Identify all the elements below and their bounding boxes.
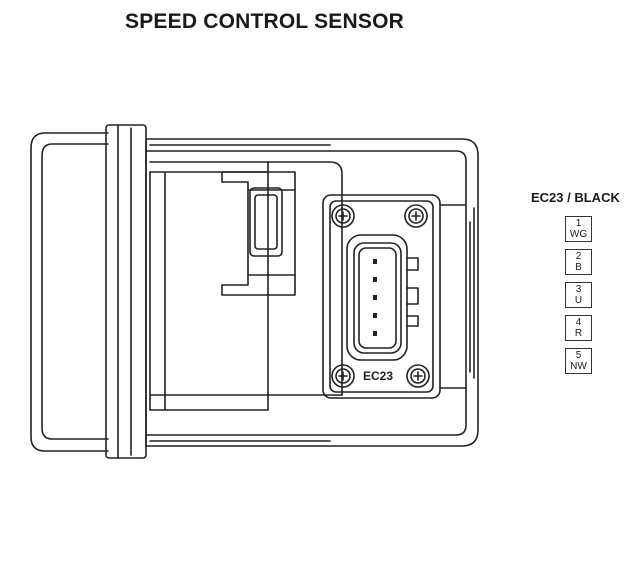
connector-heading: EC23 / BLACK bbox=[531, 190, 620, 205]
connector-id-label: EC23 bbox=[363, 369, 393, 383]
pin-cell: 4 R bbox=[565, 315, 592, 341]
sensor-end-cap bbox=[30, 132, 109, 452]
pin-number: 5 bbox=[575, 350, 582, 361]
sensor-end-cap-inner bbox=[41, 143, 109, 440]
pin-number: 4 bbox=[575, 317, 582, 328]
pin-cell: 5 NW bbox=[565, 348, 592, 374]
pin-wire-color: NW bbox=[570, 361, 587, 372]
sensor-latch bbox=[221, 171, 296, 296]
pin-wire-color: R bbox=[574, 328, 583, 339]
pin-wire-color: B bbox=[575, 262, 582, 273]
pin-cell: 3 U bbox=[565, 282, 592, 308]
sensor-housing bbox=[145, 138, 479, 447]
pin-cell: 1 WG bbox=[565, 216, 592, 242]
connector-flange bbox=[322, 194, 441, 399]
screw-icon bbox=[406, 364, 430, 388]
connector-pin-terminals bbox=[373, 259, 377, 336]
pin-number: 2 bbox=[575, 251, 582, 262]
page-title: SPEED CONTROL SENSOR bbox=[125, 10, 404, 33]
sensor-collar bbox=[105, 124, 147, 459]
pin-wire-color: WG bbox=[569, 229, 588, 240]
screw-icon bbox=[331, 204, 355, 228]
pin-number: 3 bbox=[575, 284, 582, 295]
screw-icon bbox=[404, 204, 428, 228]
screw-icon bbox=[331, 364, 355, 388]
sensor-housing-inner bbox=[145, 150, 467, 436]
pin-number: 1 bbox=[575, 218, 582, 229]
connector-socket bbox=[346, 234, 419, 361]
pin-cell: 2 B bbox=[565, 249, 592, 275]
pin-wire-color: U bbox=[574, 295, 583, 306]
